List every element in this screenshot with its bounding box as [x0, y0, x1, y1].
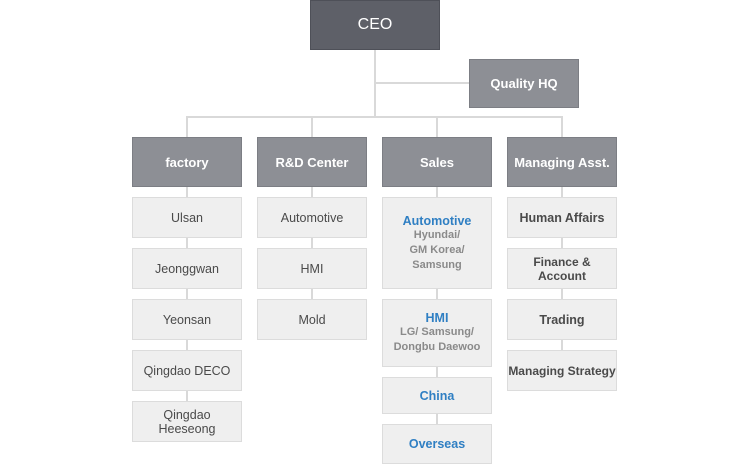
connector-quality-branch: [375, 82, 470, 84]
header-rnd-center: R&D Center: [257, 137, 367, 187]
unit-ulsan-label: Ulsan: [171, 210, 203, 225]
quality-hq-label: Quality HQ: [490, 76, 558, 91]
unit-trading-label: Trading: [539, 312, 585, 327]
unit-sales-automotive-line-2: GM Korea/: [409, 243, 465, 256]
unit-human-affairs-label: Human Affairs: [519, 210, 605, 225]
unit-qingdao-deco-label: Qingdao DECO: [143, 363, 231, 378]
unit-yeonsan: Yeonsan: [132, 299, 242, 340]
unit-sales-hmi-title: HMI: [425, 311, 449, 325]
header-factory-label: factory: [165, 154, 209, 170]
connector-drop-sales: [436, 116, 438, 137]
unit-rnd-hmi-label: HMI: [300, 261, 324, 276]
unit-sales-hmi-line-1: LG/ Samsung/: [400, 326, 474, 338]
unit-jeonggwan-label: Jeonggwan: [155, 261, 219, 276]
unit-managing-strategy: Managing Strategy: [507, 350, 617, 391]
quality-hq-box: Quality HQ: [469, 59, 579, 108]
unit-finance-account-label: Finance & Account: [533, 254, 591, 283]
unit-qingdao-heeseong-line-2: Heeseong: [158, 421, 216, 436]
unit-ulsan: Ulsan: [132, 197, 242, 238]
header-managing-asst-label: Managing Asst.: [514, 154, 610, 170]
unit-trading: Trading: [507, 299, 617, 340]
unit-qingdao-heeseong-line-1: Qingdao: [163, 407, 211, 422]
unit-rnd-automotive: Automotive: [257, 197, 367, 238]
unit-rnd-mold-label: Mold: [298, 312, 326, 327]
header-sales-label: Sales: [420, 154, 454, 170]
unit-sales-china: China: [382, 377, 492, 414]
ceo-box: CEO: [310, 0, 440, 50]
unit-sales-overseas: Overseas: [382, 424, 492, 464]
connector-horizontal-bar: [186, 116, 563, 118]
unit-sales-overseas-title: Overseas: [408, 437, 466, 451]
connector-drop-factory: [186, 116, 188, 137]
unit-sales-automotive-line-3: Samsung: [412, 258, 462, 271]
unit-sales-automotive-title: Automotive: [402, 213, 472, 228]
unit-sales-hmi: HMI LG/ Samsung/ Dongbu Daewoo: [382, 299, 492, 367]
unit-rnd-hmi: HMI: [257, 248, 367, 289]
unit-qingdao-deco: Qingdao DECO: [132, 350, 242, 391]
header-managing-asst: Managing Asst.: [507, 137, 617, 187]
ceo-label: CEO: [357, 16, 393, 33]
unit-sales-china-title: China: [419, 388, 455, 403]
header-factory: factory: [132, 137, 242, 187]
unit-sales-automotive-line-1: Hyundai/: [413, 228, 461, 241]
unit-rnd-automotive-label: Automotive: [280, 210, 344, 225]
connector-drop-managing: [561, 116, 563, 137]
header-rnd-center-label: R&D Center: [275, 154, 349, 170]
unit-rnd-mold: Mold: [257, 299, 367, 340]
unit-sales-hmi-line-2: Dongbu Daewoo: [393, 341, 481, 353]
connector-drop-rnd: [311, 116, 313, 137]
unit-qingdao-heeseong: Qingdao Heeseong: [132, 401, 242, 442]
unit-finance-account: Finance & Account: [507, 248, 617, 289]
unit-managing-strategy-label: Managing Strategy: [508, 363, 616, 378]
unit-yeonsan-label: Yeonsan: [162, 312, 212, 327]
unit-human-affairs: Human Affairs: [507, 197, 617, 238]
unit-sales-automotive: Automotive Hyundai/ GM Korea/ Samsung: [382, 197, 492, 289]
unit-jeonggwan: Jeonggwan: [132, 248, 242, 289]
header-sales: Sales: [382, 137, 492, 187]
connector-column-factory: [186, 186, 188, 402]
connector-column-rnd: [311, 186, 313, 300]
